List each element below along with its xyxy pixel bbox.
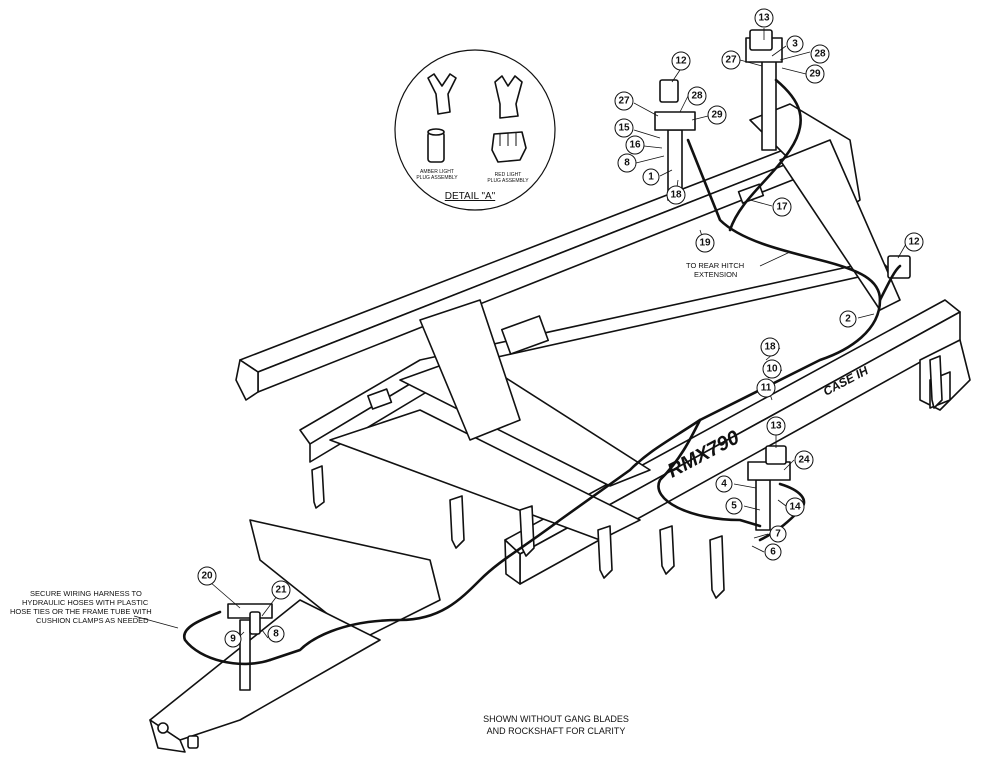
red-lamp-icon xyxy=(749,29,773,51)
gang-standards xyxy=(311,355,943,599)
svg-text:20: 20 xyxy=(201,571,213,582)
callout-balloon-14: 14 xyxy=(785,497,805,517)
svg-text:8: 8 xyxy=(273,629,279,640)
callout-balloon-5: 5 xyxy=(725,497,743,515)
callout-balloon-18: 18 xyxy=(760,337,780,357)
detail-a: AMBER LIGHT PLUG ASSEMBLY RED LIGHT PLUG… xyxy=(394,49,556,211)
svg-text:28: 28 xyxy=(691,91,703,102)
clarity-note-2: AND ROCKSHAFT FOR CLARITY xyxy=(487,726,626,736)
callout-balloon-13: 13 xyxy=(766,416,786,436)
svg-text:2: 2 xyxy=(845,314,851,325)
amber-caption-2: PLUG ASSEMBLY xyxy=(416,175,458,181)
svg-text:13: 13 xyxy=(758,13,770,24)
secure-note-2: HYDRAULIC HOSES WITH PLASTIC xyxy=(22,598,149,607)
callout-balloon-6: 6 xyxy=(764,543,782,561)
svg-text:27: 27 xyxy=(618,96,630,107)
callout-balloon-29: 29 xyxy=(805,64,825,84)
callout-balloon-16: 16 xyxy=(625,135,645,155)
svg-text:14: 14 xyxy=(789,502,801,513)
svg-text:18: 18 xyxy=(670,190,682,201)
svg-text:1: 1 xyxy=(648,172,654,183)
amber-light-plug-icon xyxy=(427,73,457,163)
callout-balloon-28: 28 xyxy=(687,86,707,106)
svg-text:18: 18 xyxy=(764,342,776,353)
amber-lamp-icon xyxy=(659,79,679,103)
callout-balloon-20: 20 xyxy=(197,566,217,586)
svg-text:29: 29 xyxy=(711,110,723,121)
svg-text:19: 19 xyxy=(699,238,711,249)
svg-text:13: 13 xyxy=(770,421,782,432)
callout-balloon-19: 19 xyxy=(695,233,715,253)
svg-text:12: 12 xyxy=(675,56,687,67)
clarity-note-1: SHOWN WITHOUT GANG BLADES xyxy=(483,714,629,724)
svg-text:11: 11 xyxy=(761,383,772,394)
rear-hitch-note-2: EXTENSION xyxy=(694,270,737,279)
secure-note-4: CUSHION CLAMPS AS NEEDED xyxy=(36,616,149,625)
red-caption-1: RED LIGHT xyxy=(495,172,522,178)
callout-balloon-3: 3 xyxy=(786,35,804,53)
callout-balloon-21: 21 xyxy=(271,580,291,600)
svg-text:5: 5 xyxy=(731,501,737,512)
callout-balloon-15: 15 xyxy=(614,118,634,138)
svg-text:15: 15 xyxy=(618,123,630,134)
callout-balloon-28: 28 xyxy=(810,44,830,64)
callout-balloon-10: 10 xyxy=(762,359,782,379)
callout-balloon-8: 8 xyxy=(617,153,637,173)
callout-balloon-7: 7 xyxy=(769,525,787,543)
svg-text:24: 24 xyxy=(798,455,810,466)
callout-balloon-11: 11 xyxy=(756,378,776,398)
implement-frame xyxy=(149,103,971,753)
detail-title: DETAIL "A" xyxy=(445,191,496,202)
svg-text:27: 27 xyxy=(725,55,737,66)
svg-text:16: 16 xyxy=(629,140,641,151)
callout-balloon-24: 24 xyxy=(794,450,814,470)
callout-balloon-27: 27 xyxy=(614,91,634,111)
amber-caption-1: AMBER LIGHT xyxy=(420,169,454,175)
red-caption-2: PLUG ASSEMBLY xyxy=(487,178,529,184)
svg-text:21: 21 xyxy=(275,585,287,596)
svg-text:3: 3 xyxy=(792,39,798,50)
callout-balloon-13: 13 xyxy=(754,8,774,28)
red-light-plug-icon xyxy=(491,75,527,163)
secure-note-3: HOSE TIES OR THE FRAME TUBE WITH xyxy=(10,607,152,616)
callout-balloon-9: 9 xyxy=(224,630,242,648)
svg-text:29: 29 xyxy=(809,69,821,80)
svg-text:9: 9 xyxy=(230,634,236,645)
svg-text:7: 7 xyxy=(775,529,781,540)
callout-balloon-1: 1 xyxy=(642,168,660,186)
secure-note-1: SECURE WIRING HARNESS TO xyxy=(30,589,142,598)
svg-text:8: 8 xyxy=(624,158,630,169)
callout-balloon-4: 4 xyxy=(715,475,733,493)
svg-text:12: 12 xyxy=(908,237,920,248)
callout-balloon-18: 18 xyxy=(666,185,686,205)
svg-text:28: 28 xyxy=(814,49,826,60)
callout-balloon-27: 27 xyxy=(721,50,741,70)
callout-balloon-29: 29 xyxy=(707,105,727,125)
svg-text:4: 4 xyxy=(721,479,727,490)
callout-balloon-2: 2 xyxy=(839,310,857,328)
callout-balloon-17: 17 xyxy=(772,197,792,217)
svg-text:6: 6 xyxy=(770,547,776,558)
callout-balloon-8: 8 xyxy=(267,625,285,643)
rear-hitch-note-1: TO REAR HITCH xyxy=(686,261,744,270)
light-posts xyxy=(227,29,911,691)
callout-balloon-12: 12 xyxy=(904,232,924,252)
amber-lamp-front-icon xyxy=(765,445,787,465)
svg-text:17: 17 xyxy=(776,202,788,213)
svg-text:10: 10 xyxy=(766,364,778,375)
callout-balloon-12: 12 xyxy=(671,51,691,71)
